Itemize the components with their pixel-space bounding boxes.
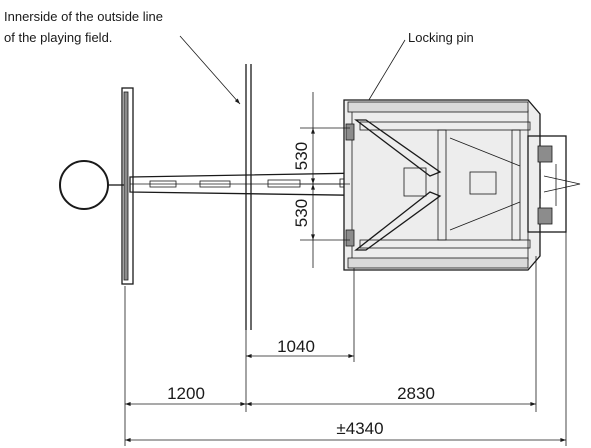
dimension-extension-lines [124, 232, 567, 446]
innerside-leader-line [179, 35, 241, 105]
dimension-width-vertical [300, 92, 350, 268]
dim-field-to-rear: 2830 [397, 384, 435, 403]
field-outside-line [245, 64, 252, 330]
dim-field-to-pin: 1040 [277, 337, 315, 356]
backboard-icon [121, 87, 134, 285]
innerside-callout-line-2: of the playing field. [4, 30, 112, 45]
basketball-hoop-ring-icon [59, 160, 124, 210]
mobile-base-frame-icon [343, 99, 581, 271]
dim-upper-half-width: 530 [292, 142, 311, 170]
locking-pin-callout: Locking pin [408, 30, 474, 45]
innerside-callout-line-1: Innerside of the outside line [4, 9, 163, 24]
dim-lower-half-width: 530 [292, 199, 311, 227]
dim-board-to-field: 1200 [167, 384, 205, 403]
dim-overall-length: ±4340 [336, 419, 383, 438]
